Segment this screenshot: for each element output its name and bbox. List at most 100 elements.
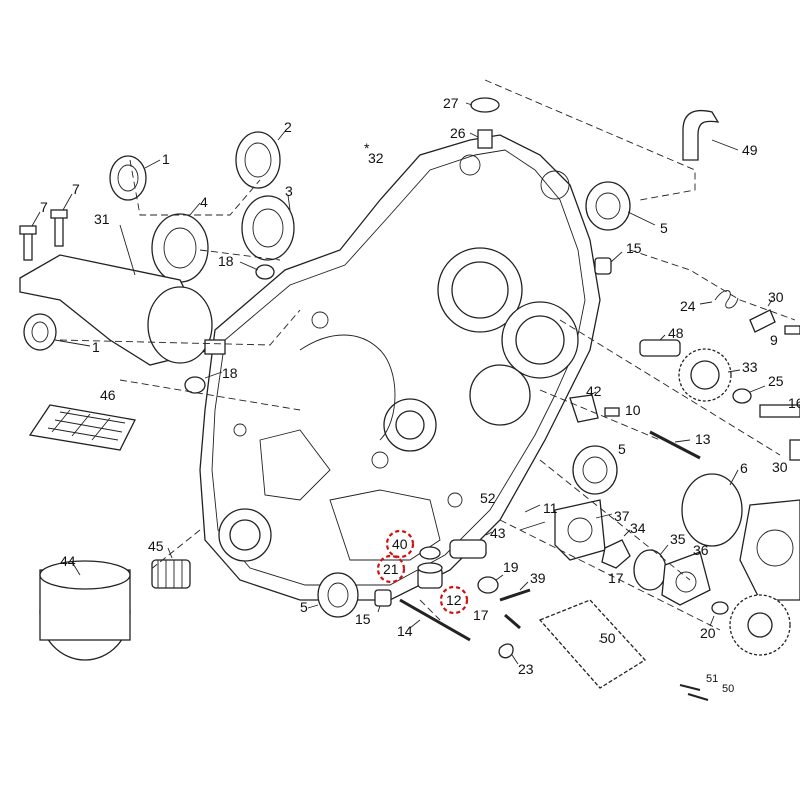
part-labels: 1 2 3 4 7 7 31 18 1 18 46 44 45 5 15 14 … [40,95,800,695]
bolts-7 [19,193,73,261]
dowel-18-top [239,261,275,280]
label-18-mid: 18 [222,365,238,381]
label-10: 10 [625,402,641,418]
washer-40 [419,546,441,560]
washer-20 [709,601,729,627]
highlight-markers [376,529,469,615]
label-35: 35 [670,531,686,547]
screw-11 [519,504,546,531]
bearing-5-mid [572,445,618,495]
label-39: 39 [530,570,546,586]
label-15-top: 15 [626,240,642,256]
label-13: 13 [695,431,711,447]
dowel-15-top [594,251,623,275]
label-11: 11 [543,500,558,516]
label-40: 40 [392,536,408,552]
label-26: 27 [443,95,459,111]
label-14: 14 [397,623,413,639]
label-6: 6 [740,460,748,476]
bolt-10 [604,407,620,417]
label-45: 45 [148,538,164,554]
label-15-bottom: 15 [355,611,371,627]
gear-33 [678,348,741,402]
shaft-47 [639,334,681,357]
bearing-1-top [109,155,161,201]
label-33: 33 [742,359,758,375]
highlight-40 [385,529,415,559]
label-49: 49 [742,142,758,158]
label-24: 24 [680,298,696,314]
label-25: 26 [450,125,466,141]
label-23: 23 [518,661,534,677]
label-50: 50 [722,683,734,695]
bearing-5-lower [307,572,359,618]
asterisk: * [364,140,370,156]
clip-23 [498,643,519,665]
fitting-25 [469,129,493,149]
pump-cover-37 [554,499,613,561]
hose-clamp-26 [465,97,500,113]
assembly-lines [59,79,796,631]
label-5-mid: 5 [618,441,626,457]
label-32: 32 [368,150,384,166]
label-48: 50 [600,630,616,646]
chain-48 [538,599,647,689]
bearing-5-top [585,181,656,231]
label-31: 31 [94,211,110,227]
label-12: 12 [446,592,462,608]
bearing-2 [235,129,287,189]
label-46: 46 [100,387,116,403]
bearing-3 [241,194,295,261]
rotor-34 [601,529,631,569]
label-27: 30 [768,289,784,305]
stud-13 [649,430,701,460]
label-36: 36 [693,542,709,558]
spring-24 [699,290,739,309]
hose-49 [682,109,739,161]
lever-27 [749,299,776,333]
label-21: 21 [383,561,399,577]
oil-filter-44 [39,560,131,661]
bolt-9 [784,325,800,335]
label-30: 30 [772,459,788,475]
sleeve-43 [449,531,493,559]
label-3: 3 [285,183,293,199]
stud-14-lower [399,598,471,642]
highlight-21 [376,554,406,584]
label-42: 42 [586,383,602,399]
label-7-left: 7 [40,199,48,215]
shaft-16 [759,404,800,418]
pin-17 [504,613,521,630]
label-1-top: 1 [162,151,170,167]
label-9: 9 [770,332,778,348]
label-37: 37 [614,508,630,524]
label-16: 16 [788,395,800,411]
washer-19 [477,574,504,594]
bearing-1-bottom [23,313,91,351]
label-2: 2 [284,119,292,135]
label-5-bottom: 5 [300,599,308,615]
oil-filter-nipple-45 [151,547,191,589]
crankcase-body [199,134,601,601]
starter-motor-31 [19,224,226,366]
highlight-12 [439,585,469,615]
label-19: 19 [503,559,519,575]
label-22: 25 [768,373,784,389]
washer-22 [732,385,766,404]
sprocket-right [729,594,791,656]
label-52: 52 [480,490,496,506]
label-17-mid: 17 [608,570,624,586]
label-4: 4 [200,194,208,210]
dowel-18-mid [184,371,223,394]
label-20: 20 [700,625,716,641]
label-7-right: 7 [72,181,80,197]
cover-right [739,499,800,601]
screws-50-51 [679,684,709,701]
pump-36 [661,551,711,606]
label-51: 51 [706,673,718,685]
dowel-15-lower [374,589,392,613]
label-17-lower: 17 [473,607,489,623]
label-18-top: 18 [218,253,234,269]
